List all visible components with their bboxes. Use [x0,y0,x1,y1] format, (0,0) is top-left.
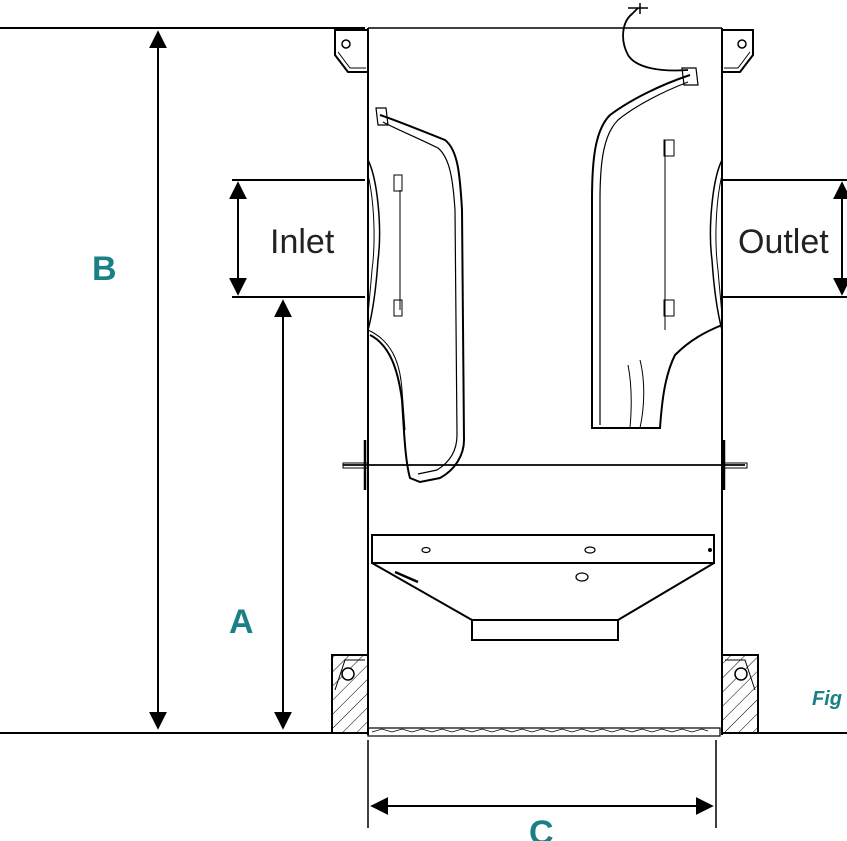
inlet-label: Inlet [270,223,335,261]
cable [622,7,689,72]
bottom-right-bracket [721,654,759,734]
housing [367,27,723,737]
inlet-duct [367,107,466,484]
drip-tray [371,534,715,641]
dimension-b-label: B [92,250,117,288]
figure-caption: Fig [812,688,842,710]
outlet-label: Outlet [738,223,829,261]
top-right-bracket [722,29,754,73]
mid-plate [342,440,748,490]
outlet-duct [591,67,723,429]
extension-lines [0,27,847,828]
top-left-bracket [334,29,368,73]
dimension-c-label: C [529,814,554,841]
dimension-a-label: A [229,603,254,641]
bottom-left-bracket [331,654,369,734]
